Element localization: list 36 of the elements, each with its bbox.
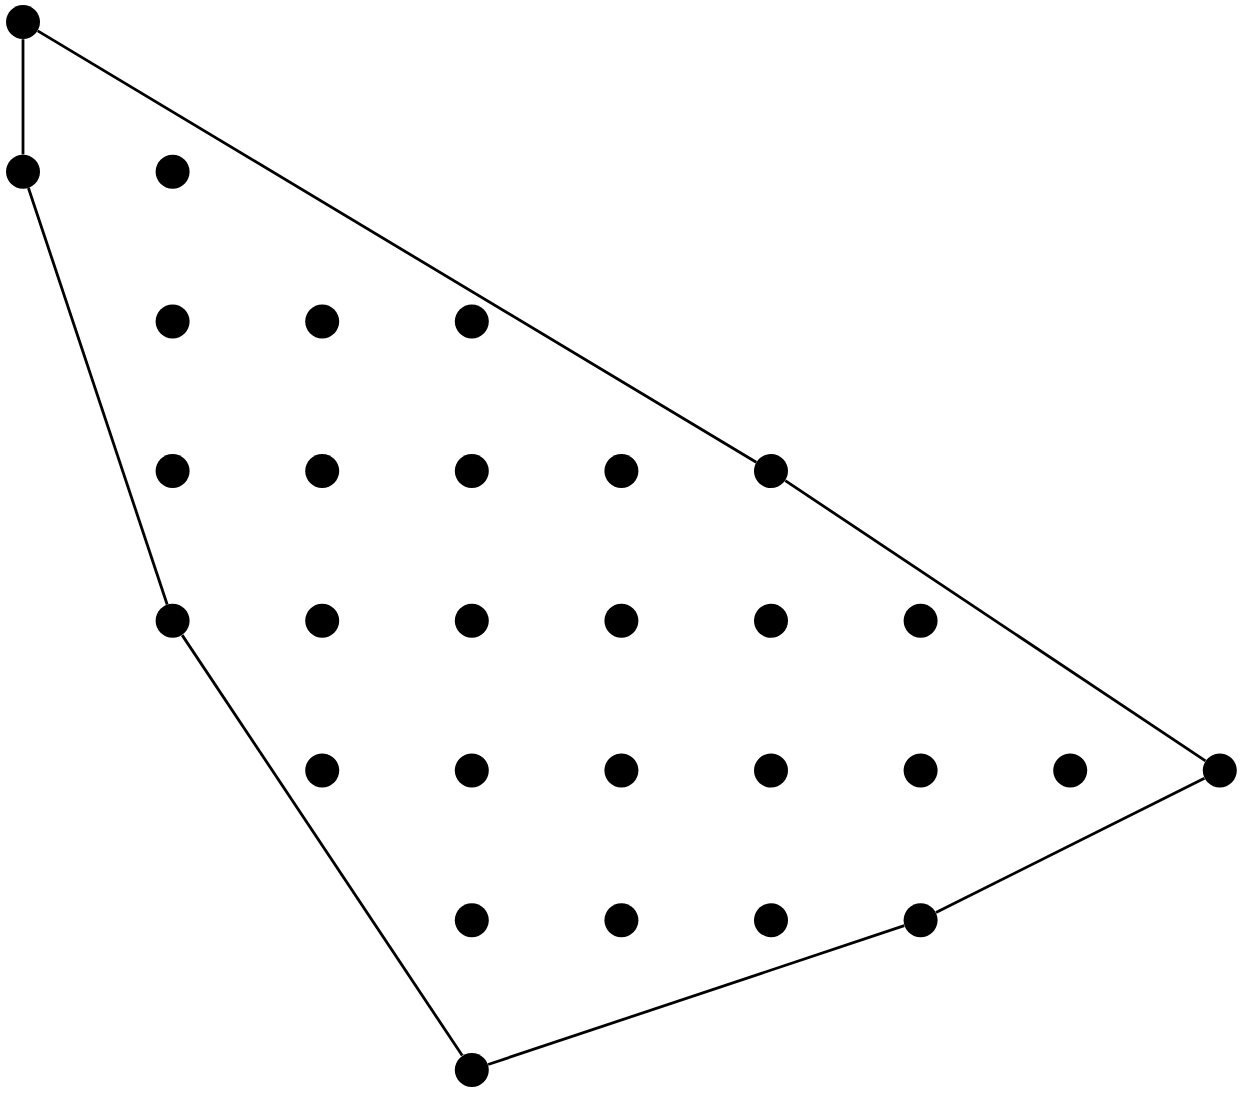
lattice-point [604, 603, 639, 638]
polygon-edge [37, 29, 757, 464]
lattice-point [604, 454, 639, 489]
lattice-point [454, 304, 489, 339]
lattice-point [155, 454, 190, 489]
polygon-edge [27, 187, 169, 605]
lattice-point [454, 1052, 489, 1087]
lattice-point [6, 154, 40, 189]
lattice-point [454, 753, 489, 788]
polygon-edge [21, 39, 25, 155]
lattice-point [754, 753, 788, 788]
lattice-point [305, 753, 340, 788]
lattice-point [1053, 753, 1088, 788]
lattice-point [754, 903, 788, 938]
lattice-point [454, 603, 489, 638]
lattice-point [305, 304, 340, 339]
polygon-edge [935, 776, 1206, 914]
lattice-point [903, 753, 938, 788]
polygon-edge [180, 634, 464, 1057]
lattice-point [155, 304, 190, 339]
lattice-point [305, 603, 340, 638]
lattice-point [6, 5, 40, 39]
lattice-point [903, 603, 938, 638]
lattice-point [454, 903, 489, 938]
lattice-point [454, 454, 489, 489]
polygon-edge [784, 479, 1207, 763]
lattice-point [903, 903, 938, 938]
lattice-point [754, 603, 788, 638]
lattice-point [604, 903, 639, 938]
lattice-point [155, 603, 190, 638]
lattice-point [754, 454, 788, 489]
polygon-edge [487, 924, 905, 1066]
lattice-point [604, 753, 639, 788]
lattice-point [155, 154, 190, 189]
lattice-point [1202, 753, 1237, 788]
lattice-point [305, 454, 340, 489]
